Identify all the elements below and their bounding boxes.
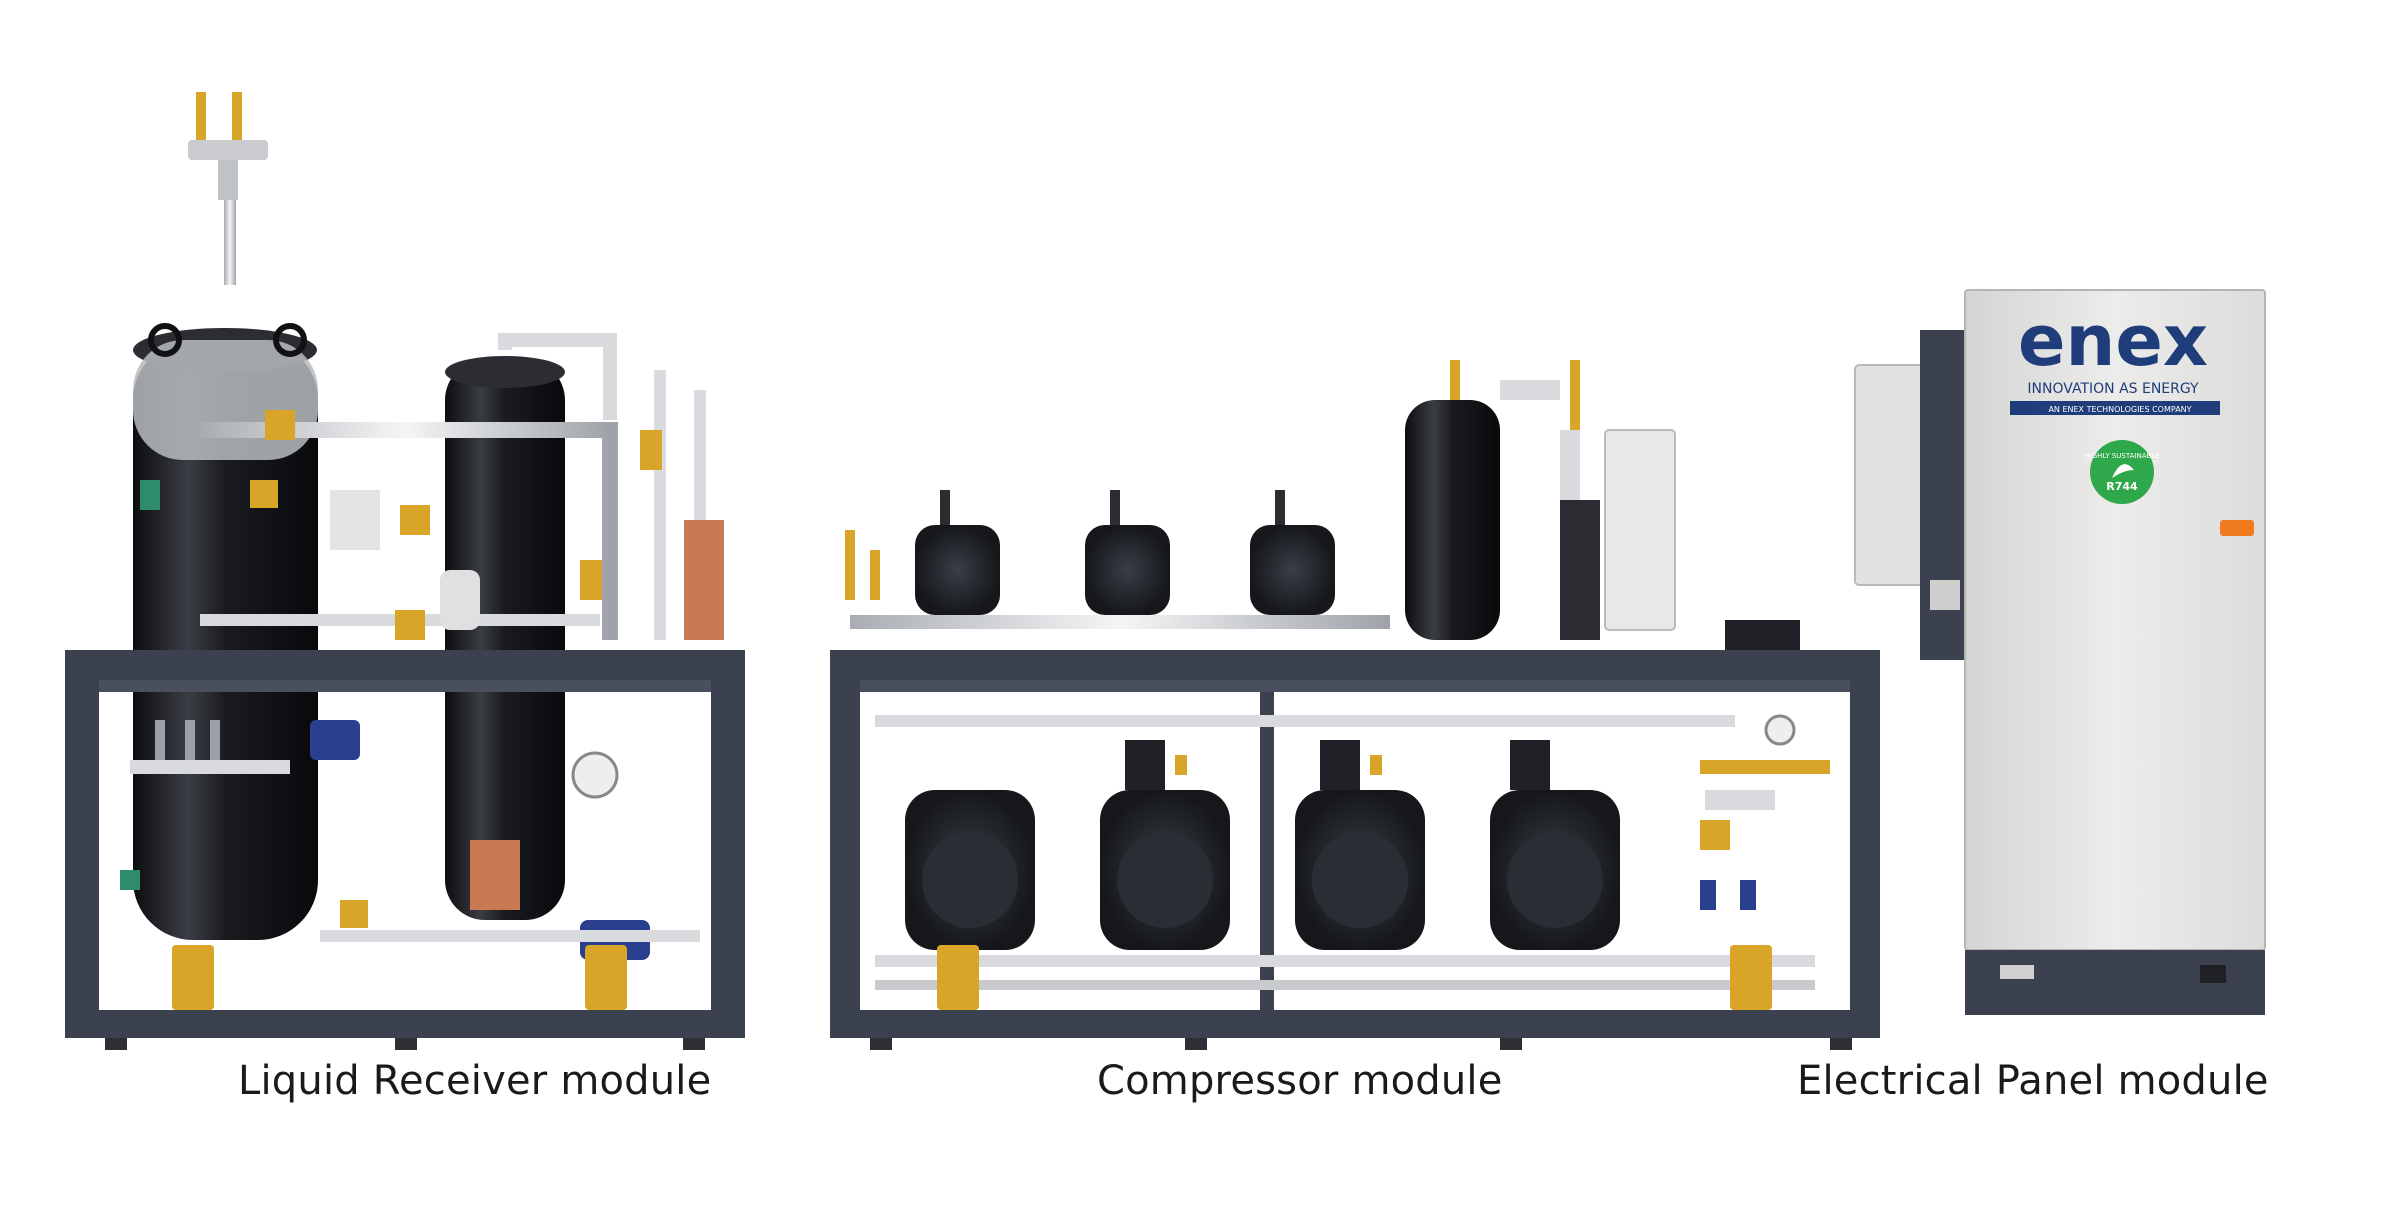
caption-compressor: Compressor module <box>1097 1058 1503 1104</box>
caption-liquid-receiver: Liquid Receiver module <box>238 1058 712 1104</box>
brand-tagline: INNOVATION AS ENERGY <box>2027 381 2199 397</box>
brand-name: enex <box>2018 300 2208 382</box>
sustainability-badge: HIGHLY SUSTAINABLE R744 <box>2084 440 2160 504</box>
brand-subline: AN ENEX TECHNOLOGIES COMPANY <box>2048 405 2191 414</box>
badge-top-text: HIGHLY SUSTAINABLE <box>2084 452 2159 460</box>
caption-electrical-panel: Electrical Panel module <box>1797 1058 2269 1104</box>
badge-center-text: R744 <box>2106 480 2138 493</box>
enex-logo: enex INNOVATION AS ENERGY AN ENEX TECHNO… <box>2010 300 2220 415</box>
liquid-receiver-module <box>65 92 745 1050</box>
electrical-panel-module: enex INNOVATION AS ENERGY AN ENEX TECHNO… <box>1854 289 2266 1015</box>
compressor-module <box>830 360 1880 1050</box>
